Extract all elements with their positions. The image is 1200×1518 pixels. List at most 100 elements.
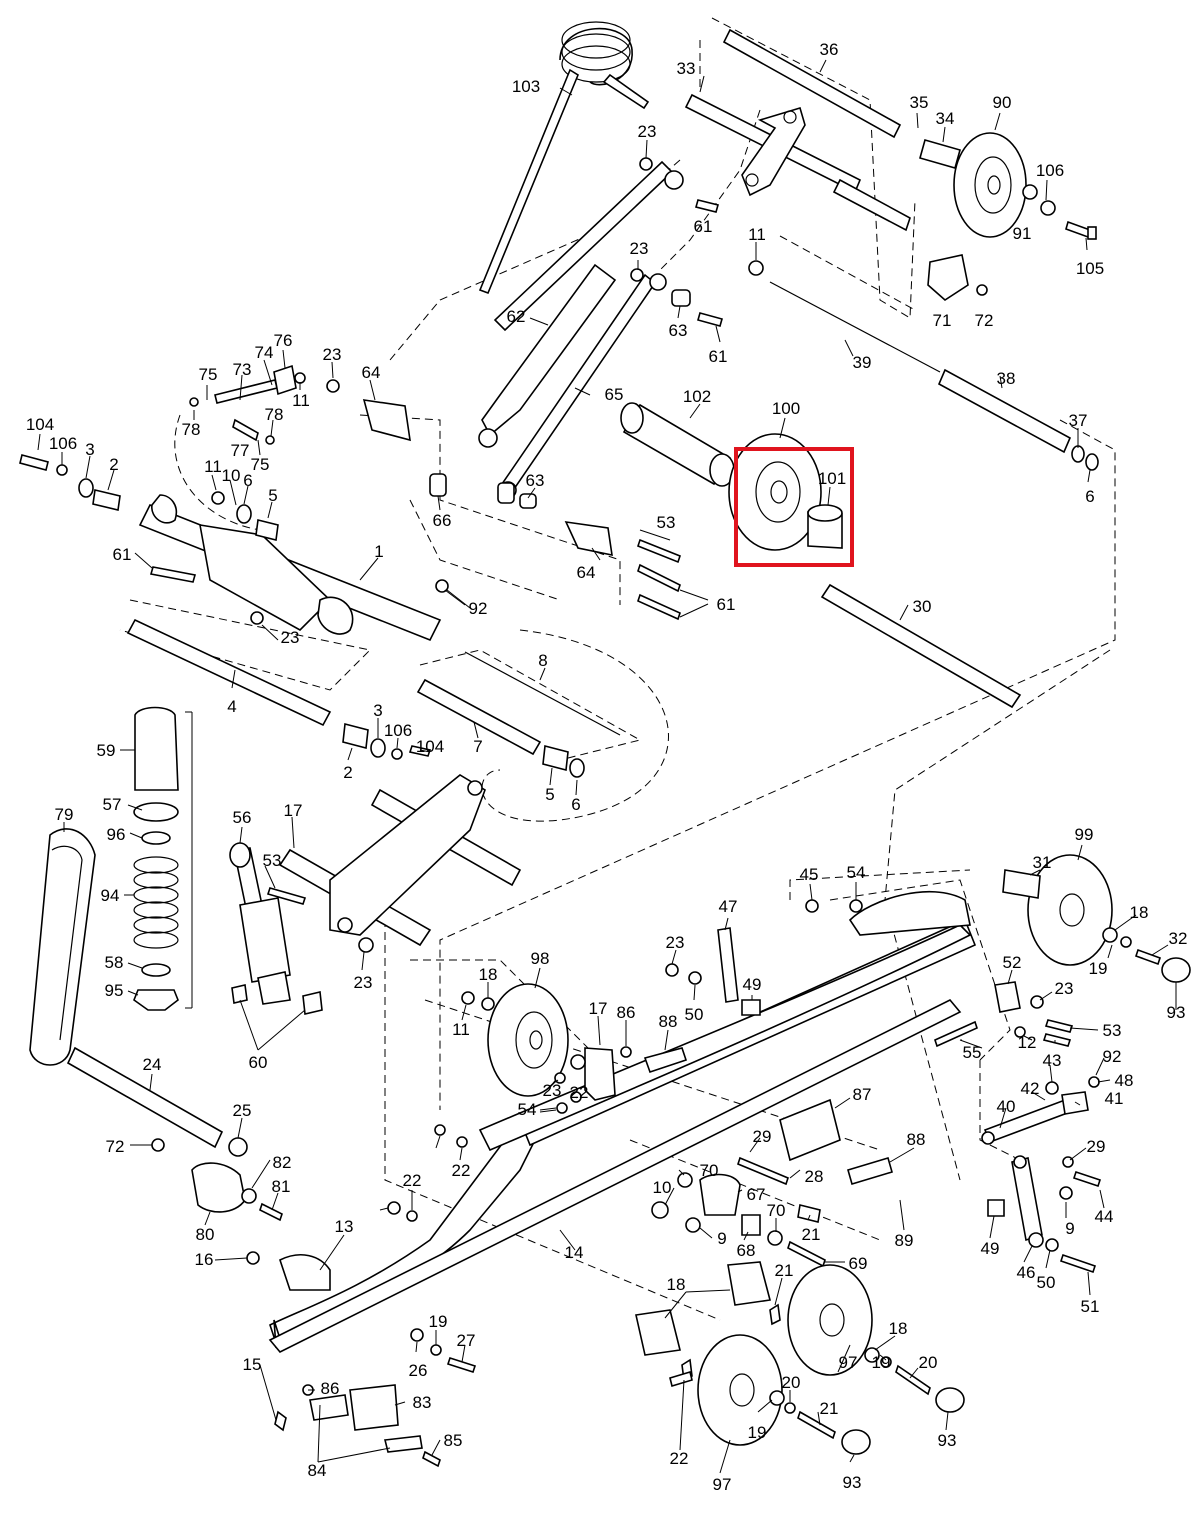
callout: 23 (281, 628, 300, 647)
callout: 21 (820, 1399, 839, 1418)
part-56-shock (229, 842, 323, 1015)
part-102-tube (620, 402, 735, 487)
callout: 40 (997, 1097, 1016, 1116)
callout: 67 (747, 1185, 766, 1204)
part-38-shaft (937, 368, 1099, 471)
callout: 65 (605, 385, 624, 404)
part-2-3-bushings (342, 722, 585, 778)
callout: 11 (452, 1020, 470, 1039)
callout: 75 (199, 365, 218, 384)
callout: 84 (308, 1461, 327, 1480)
callout: 80 (196, 1225, 215, 1244)
part-21-23-22-nuts (387, 1124, 693, 1388)
callout: 23 (666, 933, 685, 952)
callout: 42 (1021, 1079, 1040, 1098)
callout: 6 (571, 795, 580, 814)
callout: 70 (767, 1201, 786, 1220)
callout: 95 (105, 981, 124, 1000)
part-67-block (651, 1172, 826, 1268)
part-36-shaft (722, 28, 902, 139)
callout: 9 (717, 1229, 726, 1248)
callout: 104 (26, 415, 54, 434)
callout: 25 (233, 1101, 252, 1120)
callout: 93 (1167, 1003, 1186, 1022)
callout: 100 (772, 399, 800, 418)
part-88-plates (620, 1046, 893, 1185)
callout: 24 (143, 1055, 162, 1074)
callout: 101 (818, 469, 846, 488)
part-7-shaft (416, 651, 621, 756)
callout: 76 (274, 331, 293, 350)
callout: 5 (268, 486, 277, 505)
callout: 28 (805, 1167, 824, 1186)
callout: 21 (802, 1225, 821, 1244)
part-39-rod (769, 281, 941, 373)
callout: 55 (963, 1043, 982, 1062)
callout: 61 (717, 595, 736, 614)
callout: 63 (669, 321, 688, 340)
part-40-link (981, 1076, 1100, 1145)
callout: 82 (273, 1153, 292, 1172)
part-101-bushing (807, 504, 843, 549)
callout: 49 (743, 975, 762, 994)
callout: 21 (775, 1261, 794, 1280)
leader-lines (37, 59, 1177, 1474)
callout: 61 (694, 217, 713, 236)
callout: 7 (473, 737, 482, 756)
callout: 77 (231, 441, 250, 460)
callout: 66 (433, 511, 452, 530)
callout: 90 (993, 93, 1012, 112)
callout: 19 (872, 1353, 891, 1372)
callout: 11 (204, 457, 222, 476)
callout: 17 (589, 999, 608, 1018)
callout: 106 (384, 721, 412, 740)
callout: 49 (981, 1239, 1000, 1258)
callout: 104 (416, 737, 444, 756)
callout: 39 (853, 353, 872, 372)
callout: 72 (975, 311, 994, 330)
callout: 35 (910, 93, 929, 112)
callout: 54 (518, 1100, 537, 1119)
callout: 64 (577, 563, 596, 582)
part-90-idler-wheel (919, 132, 1056, 238)
callout: 92 (469, 599, 488, 618)
callout: 88 (907, 1130, 926, 1149)
callout: 86 (617, 1003, 636, 1022)
callout: 6 (1085, 487, 1094, 506)
callout: 52 (1003, 953, 1022, 972)
part-79-strap (29, 828, 96, 1066)
callout: 19 (748, 1423, 767, 1442)
part-97-wheels (697, 1264, 965, 1455)
callout: 88 (659, 1012, 678, 1031)
callout: 6 (243, 471, 252, 490)
part-4-shaft (126, 618, 332, 727)
callout: 93 (938, 1431, 957, 1450)
callout: 68 (737, 1241, 756, 1260)
callout: 18 (1130, 903, 1149, 922)
callout: 29 (1087, 1137, 1106, 1156)
callout: 51 (1081, 1297, 1100, 1316)
part-24-shaft (66, 1046, 224, 1149)
part-1-front-arm (19, 454, 449, 642)
callout: 48 (1115, 1071, 1134, 1090)
callout: 20 (782, 1373, 801, 1392)
part-100-idler-wheel (728, 433, 822, 551)
callout: 23 (323, 345, 342, 364)
callout: 36 (820, 40, 839, 59)
callout: 97 (713, 1475, 732, 1494)
callout: 99 (1075, 825, 1094, 844)
callout: 18 (889, 1319, 908, 1338)
callout: 47 (719, 897, 738, 916)
callout: 43 (1043, 1051, 1062, 1070)
callout: 91 (1013, 224, 1032, 243)
callout: 87 (853, 1085, 872, 1104)
part-53-61-bolts (637, 538, 681, 621)
part-76-73-adjuster (189, 364, 306, 445)
part-94-spring (133, 856, 179, 1011)
callout: 22 (570, 1083, 589, 1102)
callout: 50 (1037, 1273, 1056, 1292)
callout: 12 (1018, 1033, 1037, 1052)
callout: 1 (374, 542, 383, 561)
callout: 15 (243, 1355, 262, 1374)
